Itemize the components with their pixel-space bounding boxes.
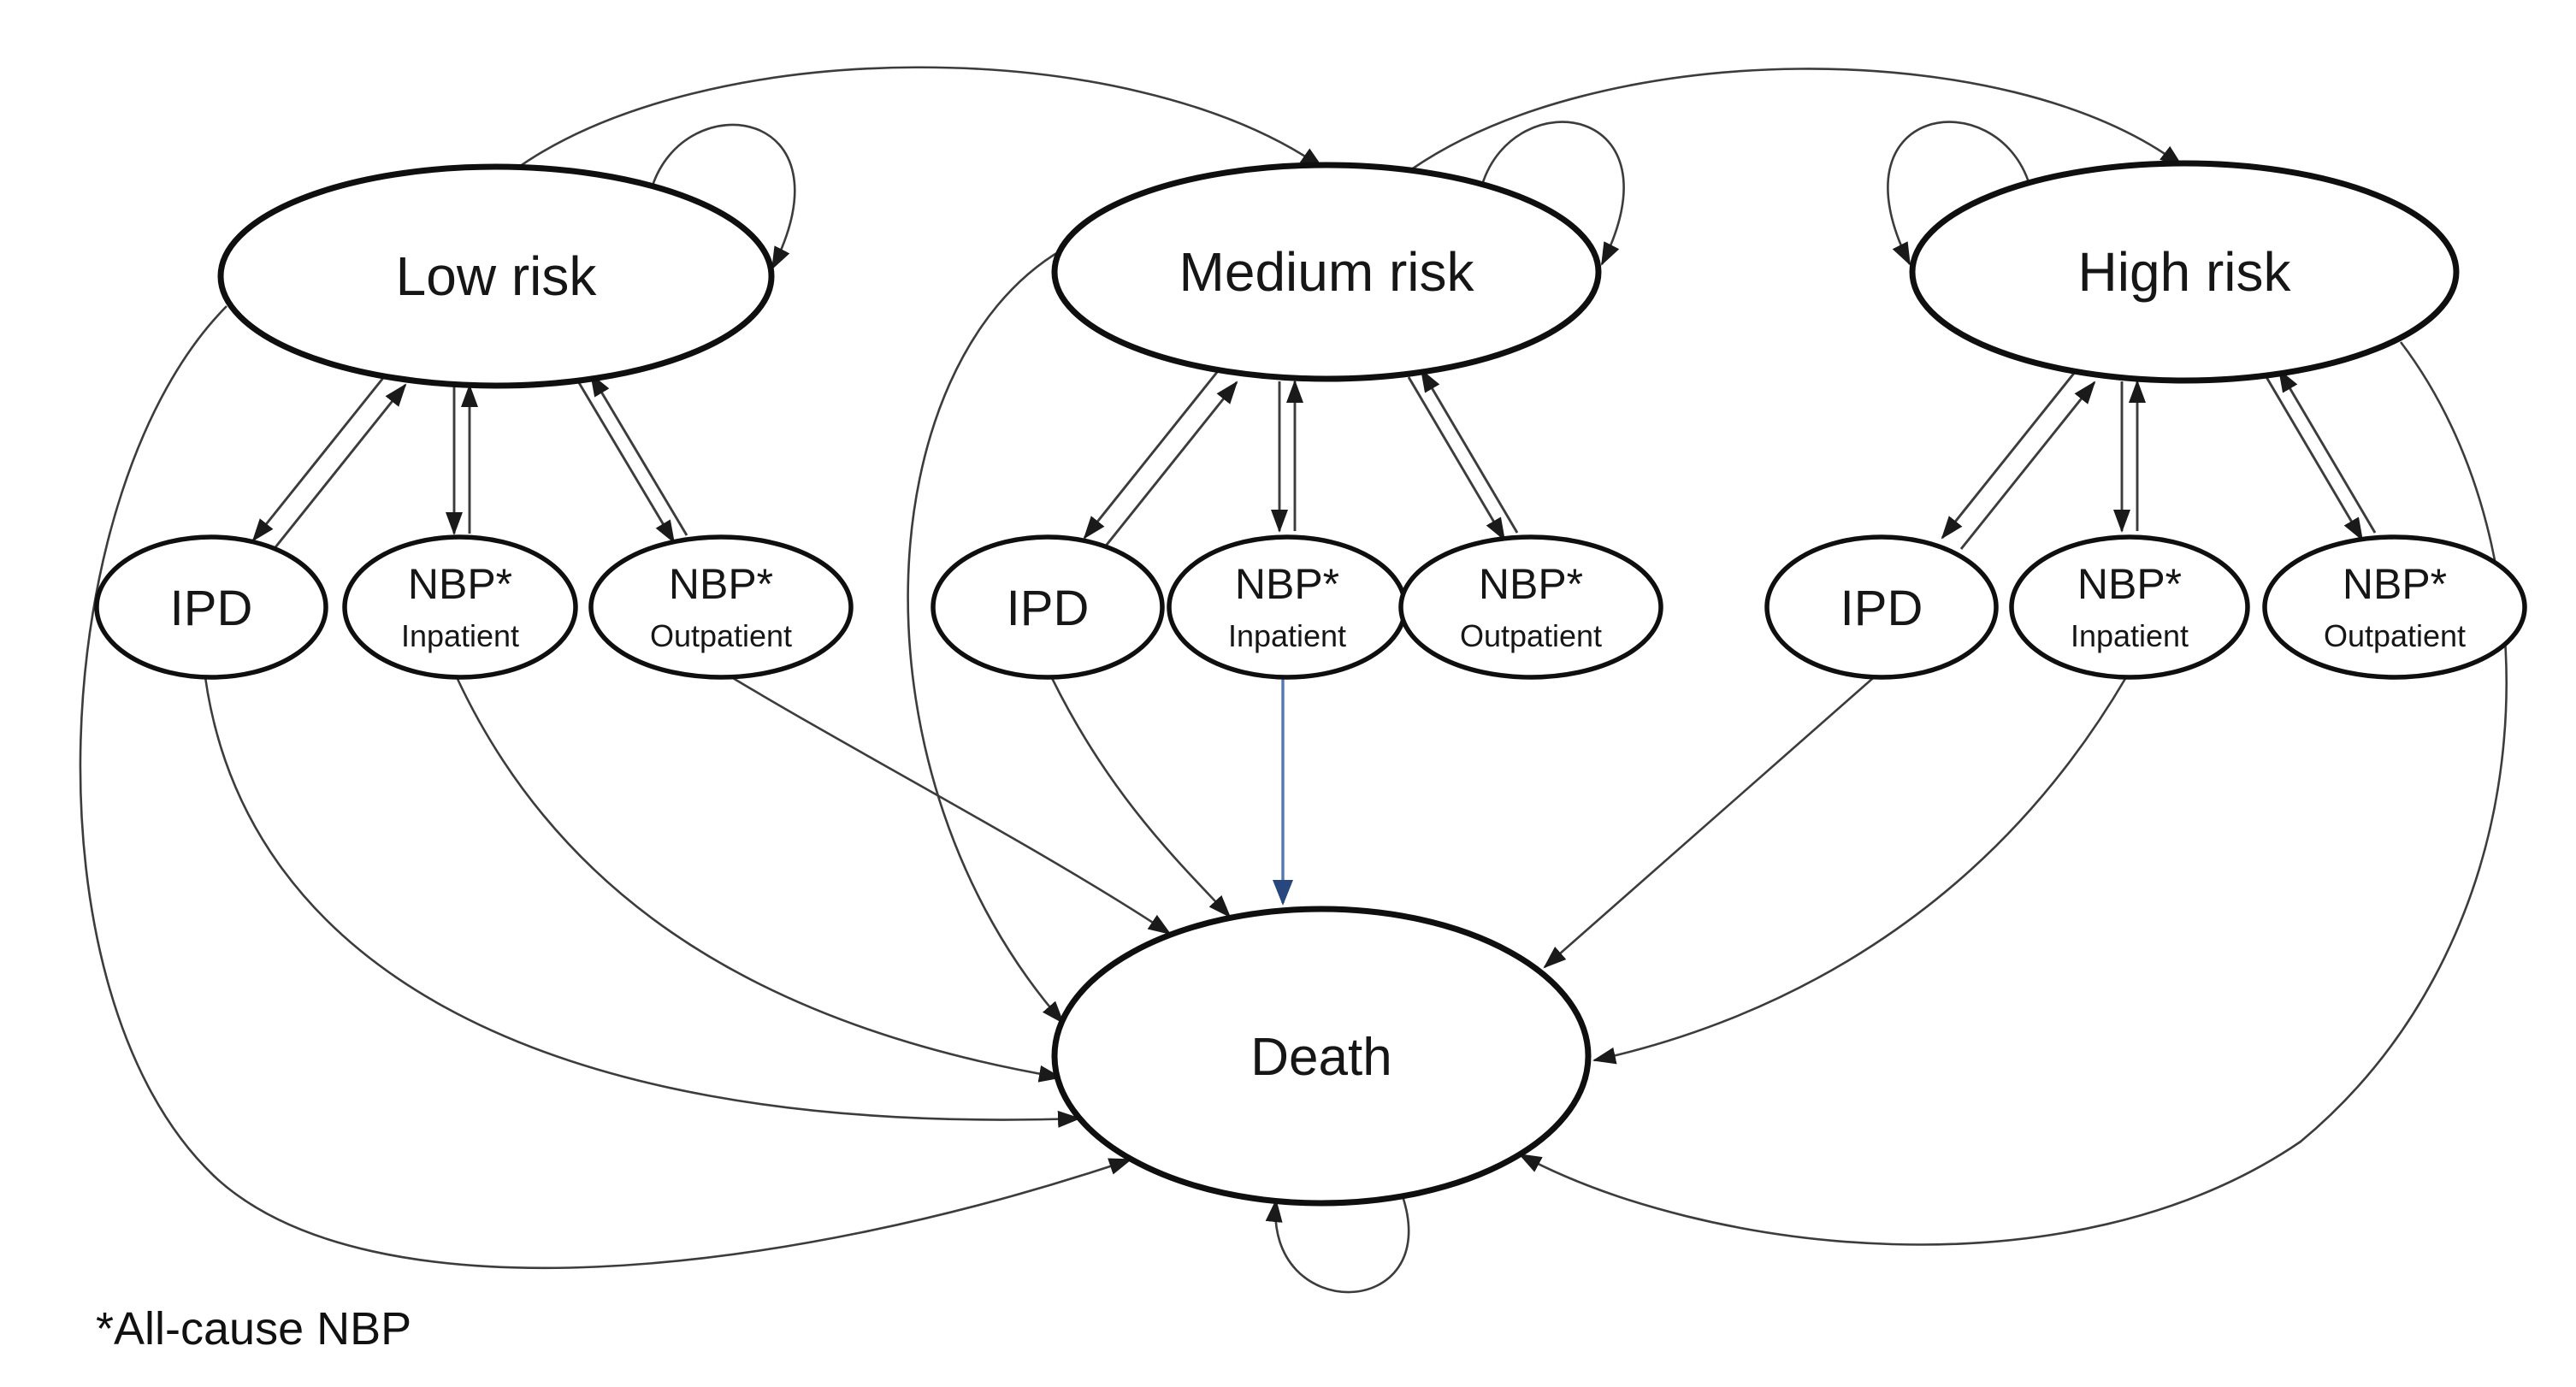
- transition-low-to-ipd: [251, 373, 388, 542]
- transition-low-risk-to-death: [79, 305, 1132, 1270]
- high-nbp-inpatient-title: NBP*: [2077, 560, 2182, 608]
- transition-medium-to-high: [1403, 68, 2183, 176]
- medium-nbp-inpatient-subtitle: Inpatient: [1228, 618, 1346, 653]
- node-low-risk: Low risk: [217, 163, 775, 389]
- self-loop-low-risk: [650, 123, 796, 270]
- medium-ipd-ellipse: [931, 534, 1165, 680]
- low-nbp-inpatient-ellipse: [342, 534, 578, 680]
- transition-high-ipd-to-death: [1543, 677, 1874, 969]
- low-nbp-outpatient-title: NBP*: [669, 560, 773, 608]
- high-nbp-outpatient-subtitle: Outpatient: [2324, 618, 2466, 653]
- medium-nbp-outpatient-subtitle: Outpatient: [1460, 618, 1602, 653]
- high-nbp-outpatient-ellipse: [2262, 534, 2527, 680]
- transition-medium-to-ipd: [1083, 370, 1220, 540]
- self-loop-medium-risk: [1480, 121, 1625, 266]
- death-transition-edges: [79, 248, 2508, 1270]
- transition-high-to-ipd: [1941, 370, 2077, 540]
- high-risk-ellipse: [1909, 160, 2460, 384]
- self-loops: [650, 121, 2031, 1294]
- transition-medium-risk-to-death: [907, 248, 1065, 1024]
- node-high-risk: High risk: [1909, 160, 2460, 384]
- medium-nbp-outpatient-title: NBP*: [1479, 560, 1583, 608]
- medium-ipd-label: IPD: [1007, 581, 1090, 636]
- transition-low-ipd-to-death: [204, 676, 1081, 1128]
- death-ellipse: [1051, 906, 1592, 1207]
- transition-low-to-nbp-outpatient: [576, 381, 676, 544]
- self-loop-death: [1265, 1195, 1410, 1294]
- medium-risk-event-edges: [1083, 369, 1519, 550]
- medium-nbp-outpatient-ellipse: [1398, 534, 1663, 680]
- low-risk-ellipse: [217, 163, 775, 389]
- medium-risk-label: Medium risk: [1179, 241, 1475, 303]
- low-ipd-label: IPD: [170, 581, 253, 636]
- transition-high-risk-to-death: [1518, 341, 2508, 1246]
- transition-nbp-outpatient-to-medium: [1420, 369, 1519, 534]
- transition-nbp-outpatient-to-high: [2278, 369, 2377, 534]
- node-high-nbp-inpatient: NBP* Inpatient: [2009, 534, 2250, 680]
- node-low-nbp-inpatient: NBP* Inpatient: [342, 534, 578, 680]
- transition-ipd-to-high: [1959, 381, 2096, 550]
- node-low-ipd: IPD: [94, 534, 328, 680]
- high-risk-label: High risk: [2078, 241, 2292, 303]
- node-high-ipd: IPD: [1764, 534, 1999, 680]
- low-risk-event-edges: [251, 373, 688, 552]
- transition-low-to-medium: [512, 66, 1324, 173]
- high-ipd-label: IPD: [1840, 581, 1923, 636]
- high-risk-event-edges: [1941, 369, 2377, 550]
- high-nbp-inpatient-ellipse: [2009, 534, 2250, 680]
- transition-low-nbp-outpatient-to-death: [728, 674, 1172, 935]
- high-nbp-inpatient-subtitle: Inpatient: [2071, 618, 2189, 653]
- transition-medium-to-nbp-outpatient: [1407, 376, 1506, 541]
- low-risk-label: Low risk: [396, 245, 598, 307]
- transition-high-to-nbp-outpatient: [2265, 376, 2364, 541]
- medium-risk-ellipse: [1051, 162, 1602, 382]
- node-medium-ipd: IPD: [931, 534, 1165, 680]
- node-medium-risk: Medium risk: [1051, 162, 1602, 382]
- node-medium-nbp-inpatient: NBP* Inpatient: [1167, 534, 1408, 680]
- low-nbp-inpatient-title: NBP*: [408, 560, 512, 608]
- low-nbp-inpatient-subtitle: Inpatient: [401, 618, 519, 653]
- low-ipd-ellipse: [94, 534, 328, 680]
- transition-ipd-to-medium: [1102, 381, 1238, 550]
- node-high-nbp-outpatient: NBP* Outpatient: [2262, 534, 2527, 680]
- node-low-nbp-outpatient: NBP* Outpatient: [588, 534, 854, 680]
- medium-nbp-inpatient-title: NBP*: [1235, 560, 1339, 608]
- node-medium-nbp-outpatient: NBP* Outpatient: [1398, 534, 1663, 680]
- transition-low-nbp-inpatient-to-death: [455, 676, 1062, 1083]
- transition-nbp-outpatient-to-low: [589, 373, 688, 536]
- high-ipd-ellipse: [1764, 534, 1999, 680]
- transition-medium-ipd-to-death: [1050, 677, 1232, 918]
- high-nbp-outpatient-title: NBP*: [2343, 560, 2447, 608]
- node-death: Death: [1051, 906, 1592, 1207]
- low-nbp-outpatient-subtitle: Outpatient: [650, 618, 792, 653]
- low-nbp-outpatient-ellipse: [588, 534, 854, 680]
- risk-progression-edges: [512, 66, 2183, 176]
- transition-ipd-to-low: [270, 383, 407, 552]
- death-label: Death: [1250, 1028, 1391, 1087]
- transition-high-nbp-inpatient-to-death: [1592, 676, 2128, 1065]
- self-loop-high-risk: [1887, 121, 2031, 266]
- footnote: *All-cause NBP: [96, 1303, 411, 1355]
